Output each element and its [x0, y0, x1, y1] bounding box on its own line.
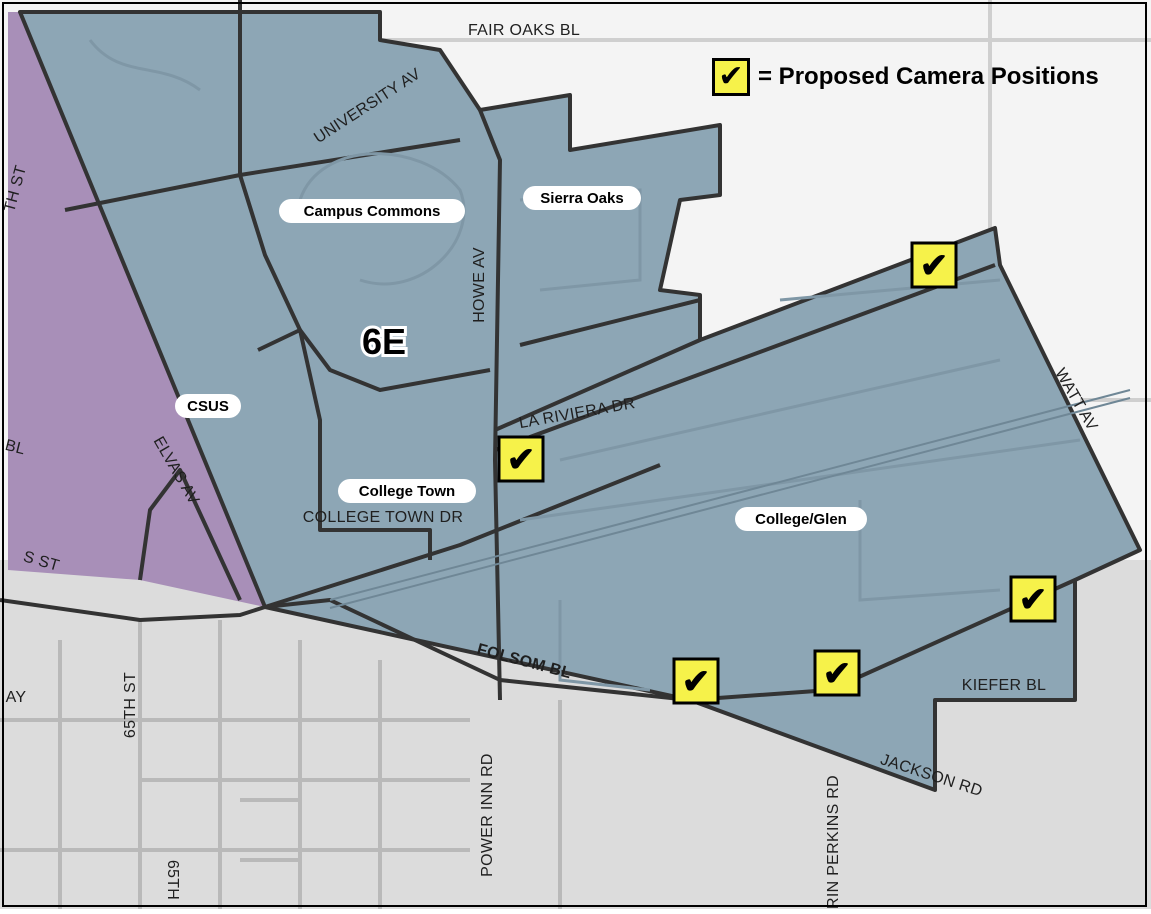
street-ay: AY	[6, 689, 27, 706]
neighborhood-csus: CSUS	[175, 394, 241, 418]
residential-streets	[88, 39, 1081, 692]
neighborhood-label: Campus Commons	[304, 203, 441, 220]
check-icon: ✔	[682, 663, 711, 701]
camera-marker[interactable]: ✔	[813, 649, 861, 697]
neighborhood-borders	[0, 0, 1076, 702]
purple-district	[8, 12, 265, 607]
street-fair-oaks: FAIR OAKS BL	[468, 22, 580, 39]
street-kiefer: KIEFER BL	[962, 677, 1047, 694]
street-65th: 65TH ST	[122, 672, 139, 738]
camera-marker[interactable]: ✔	[910, 241, 958, 289]
street-power-inn: POWER INN RD	[479, 753, 496, 877]
neighborhood-college-glen: College/Glen	[735, 507, 867, 531]
railway	[329, 389, 1131, 609]
neighborhood-campus-commons: Campus Commons	[279, 199, 465, 223]
check-icon: ✔	[507, 441, 536, 479]
neighborhood-college-town: College Town	[338, 479, 476, 503]
check-icon: ✔	[823, 655, 852, 693]
camera-positions: ✔ ✔ ✔ ✔ ✔	[497, 241, 1057, 705]
street-college-town-dr: COLLEGE TOWN DR	[303, 509, 463, 526]
neighborhood-label: Sierra Oaks	[540, 190, 623, 207]
camera-marker[interactable]: ✔	[497, 435, 545, 483]
neighborhood-label: CSUS	[187, 398, 229, 415]
camera-marker[interactable]: ✔	[672, 657, 720, 705]
camera-marker[interactable]: ✔	[1009, 575, 1057, 623]
check-icon: ✔	[712, 58, 750, 96]
street-65th-b: 65TH	[164, 860, 181, 900]
street-howe: HOWE AV	[471, 247, 488, 323]
check-icon: ✔	[920, 247, 949, 285]
minor-streets	[0, 620, 562, 909]
neighborhood-sierra-oaks: Sierra Oaks	[523, 186, 641, 210]
district-label: 6E	[362, 321, 406, 362]
street-bl: BL	[3, 437, 27, 458]
neighborhood-label: College/Glen	[755, 511, 847, 528]
check-icon: ✔	[1019, 581, 1048, 619]
neighborhood-label: College Town	[359, 483, 455, 500]
legend-text: = Proposed Camera Positions	[758, 63, 1099, 90]
legend: ✔ = Proposed Camera Positions	[712, 58, 1099, 96]
street-perkins: RIN PERKINS RD	[825, 775, 842, 909]
